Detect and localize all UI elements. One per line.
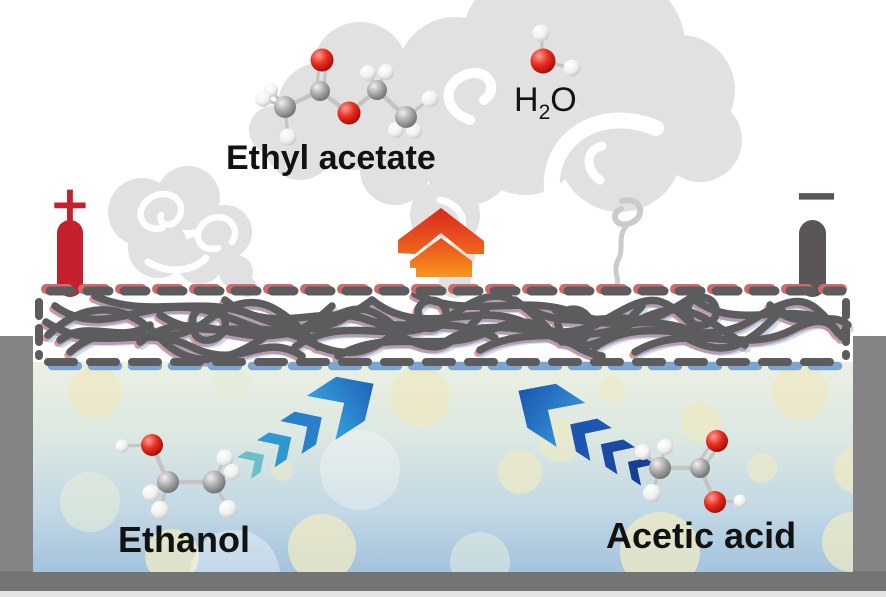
carbon-atom <box>202 470 226 494</box>
hydrogen-atom <box>224 464 240 480</box>
hydrogen-atom <box>421 90 439 108</box>
hydrogen-atom <box>733 494 747 508</box>
smoke-swirl <box>137 190 185 232</box>
container-bottom-wall <box>0 571 886 591</box>
hydrogen-atom <box>657 439 673 455</box>
hydrogen-atom <box>115 439 129 453</box>
oxygen-atom <box>141 434 163 456</box>
hydrogen-atom <box>279 128 297 146</box>
oxygen-atom <box>706 430 728 452</box>
vapor-cloud-left <box>108 166 257 297</box>
carbon-atom <box>690 458 710 478</box>
carbon-atom <box>367 80 387 100</box>
carbon-atom <box>274 96 296 118</box>
cathode-minus-sign: − <box>793 163 840 228</box>
container-right-wall <box>853 336 886 591</box>
hydrogen-atom <box>635 444 651 460</box>
smoke-swirl <box>144 254 210 274</box>
vapor-wisp <box>611 197 644 293</box>
ethanol-molecule <box>115 434 240 519</box>
smoke-swirl <box>584 141 607 185</box>
carbon-atom <box>310 81 330 101</box>
hydrogen-atom <box>255 91 271 107</box>
oxygen-atom <box>310 48 334 72</box>
ethyl-acetate-molecule <box>255 48 439 146</box>
acetic-acid-molecule <box>635 430 747 513</box>
carbon-atom <box>157 471 179 493</box>
heater-house-icon <box>398 208 484 277</box>
anode-electrode <box>57 220 83 297</box>
hydrogen-atom <box>216 449 234 467</box>
container-base-strip <box>0 591 886 597</box>
oxygen-atom <box>530 48 556 74</box>
container <box>0 336 886 597</box>
ethyl-acetate-label: Ethyl acetate <box>226 139 436 177</box>
hydrogen-atom <box>360 65 376 81</box>
hydrogen-atom <box>142 484 160 502</box>
water-molecule <box>530 24 581 77</box>
house-roof-chevron <box>398 208 484 254</box>
anode-plus-sign: + <box>49 175 91 233</box>
hydrogen-atom <box>219 500 237 518</box>
cathode-rod <box>799 220 826 297</box>
container-left-wall <box>0 336 33 591</box>
oxygen-atom <box>337 101 361 125</box>
hydrogen-atom <box>643 484 661 502</box>
smoke-swirl <box>543 112 664 251</box>
h2o-o: O <box>550 81 577 119</box>
hydrogen-atom <box>532 24 550 42</box>
liquid <box>33 362 853 572</box>
oxygen-atom <box>704 491 726 513</box>
hydrogen-atom <box>378 64 394 80</box>
h2o-subscript: 2 <box>538 100 551 124</box>
house-notch <box>410 268 416 277</box>
hydrogen-atom <box>563 59 581 77</box>
anode-rod <box>57 220 83 297</box>
cathode-electrode <box>799 220 826 297</box>
membrane-dashed-border <box>35 284 851 371</box>
acetic-acid-label: Acetic acid <box>606 515 797 556</box>
smoke-swirl <box>443 68 497 125</box>
liquid-bubble-spots <box>60 364 853 572</box>
hydrogen-atom <box>151 501 169 519</box>
house-body <box>410 238 472 277</box>
h2o-h: H <box>514 81 539 119</box>
nanofiber-membrane <box>35 284 851 371</box>
smoke-swirl <box>194 214 239 253</box>
carbon-atom <box>395 106 417 128</box>
water-label: H2O <box>514 81 577 124</box>
ethanol-label: Ethanol <box>118 519 250 560</box>
carbon-atom <box>649 457 671 479</box>
